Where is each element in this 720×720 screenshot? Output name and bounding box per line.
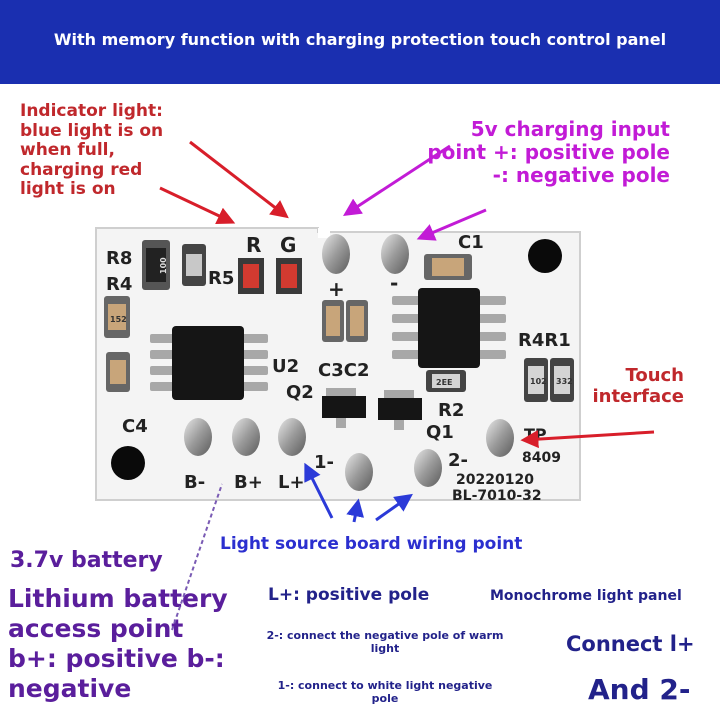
mono-callout: Monochrome light panel [490, 588, 682, 604]
connect-l-callout: Connect l+ [566, 632, 695, 656]
pcb-silkscreen: R8 R4 R G R5 + - C1 U2 Q2 C3C2 R4R1 C4 R… [106, 232, 573, 504]
label-r: R [246, 233, 261, 257]
mounting-hole-top-right [528, 239, 562, 273]
label-one: 1- [314, 452, 334, 473]
label-model: BL-7010-32 [452, 488, 542, 504]
label-l-plus: L+ [278, 472, 305, 493]
chip-text-r8: 100 [159, 257, 168, 274]
pad-l-plus [278, 418, 306, 456]
label-q2: Q2 [286, 382, 314, 403]
led-red [238, 258, 264, 294]
label-r4r1: R4R1 [518, 330, 571, 351]
battery-callout: Lithium battery access point b+: positiv… [8, 584, 228, 703]
label-c1: C1 [458, 232, 484, 253]
pad-charge-plus [322, 234, 350, 274]
resistor-r4-left [182, 244, 206, 286]
label-code: 8409 [522, 450, 561, 466]
title-banner: With memory function with charging prote… [0, 0, 720, 84]
label-minus: - [390, 271, 398, 295]
two-minus-callout: 2-: connect the negative pole of warm li… [266, 629, 504, 655]
label-r8: R8 [106, 248, 132, 269]
banner-title: With memory function with charging prote… [53, 30, 667, 49]
label-r5: R5 [208, 268, 234, 289]
transistor-q2 [322, 388, 366, 428]
led-green [276, 258, 302, 294]
charging-input-callout: 5v charging input point +: positive pole… [427, 117, 670, 187]
callout-arrows [159, 140, 655, 631]
battery-voltage-callout: 3.7v battery [10, 548, 163, 573]
label-two: 2- [448, 450, 468, 471]
label-r4-left: R4 [106, 274, 132, 295]
chip-text-q2: 332 [556, 377, 573, 386]
ic-u2 [150, 326, 268, 400]
label-c4: C4 [122, 416, 148, 437]
pad-b-minus [184, 418, 212, 456]
capacitor-c3 [322, 300, 344, 342]
pad-one-minus [345, 453, 373, 491]
pad-touch [486, 419, 514, 457]
transistor-q1 [378, 390, 422, 430]
and-two-callout: And 2- [588, 673, 691, 706]
label-g: G [280, 233, 296, 257]
touch-callout: Touch interface [592, 365, 684, 407]
mounting-hole-bottom-left [111, 446, 145, 480]
label-b-plus: B+ [234, 472, 263, 493]
resistor-r1 [550, 358, 574, 402]
l-plus-callout: L+: positive pole [268, 585, 430, 605]
label-r2: R2 [438, 400, 464, 421]
chip-text-c: 152 [110, 315, 127, 324]
one-minus-callout: 1-: connect to white light negative pole [277, 679, 493, 705]
capacitor-left [104, 296, 130, 338]
label-date: 20220120 [456, 472, 534, 488]
label-plus: + [328, 277, 345, 301]
chip-text-u: 2EE [436, 378, 453, 387]
resistor-r8 [142, 240, 170, 290]
resistor-r4 [524, 358, 548, 402]
label-c3c2: C3C2 [318, 360, 369, 381]
label-u2: U2 [272, 356, 299, 377]
light-source-callout: Light source board wiring point [220, 534, 523, 554]
capacitor-c4 [106, 352, 130, 392]
capacitor-c2 [346, 300, 368, 342]
ic-charger [392, 288, 506, 368]
label-q1: Q1 [426, 422, 454, 443]
pad-two-minus [414, 449, 442, 487]
label-b-minus: B- [184, 472, 205, 493]
pad-b-plus [232, 418, 260, 456]
chip-text-q: 102 [530, 377, 547, 386]
pad-charge-minus [381, 234, 409, 274]
resistor-r2 [426, 370, 466, 392]
indicator-callout: Indicator light: blue light is on when f… [20, 101, 164, 200]
capacitor-c1 [424, 254, 472, 280]
